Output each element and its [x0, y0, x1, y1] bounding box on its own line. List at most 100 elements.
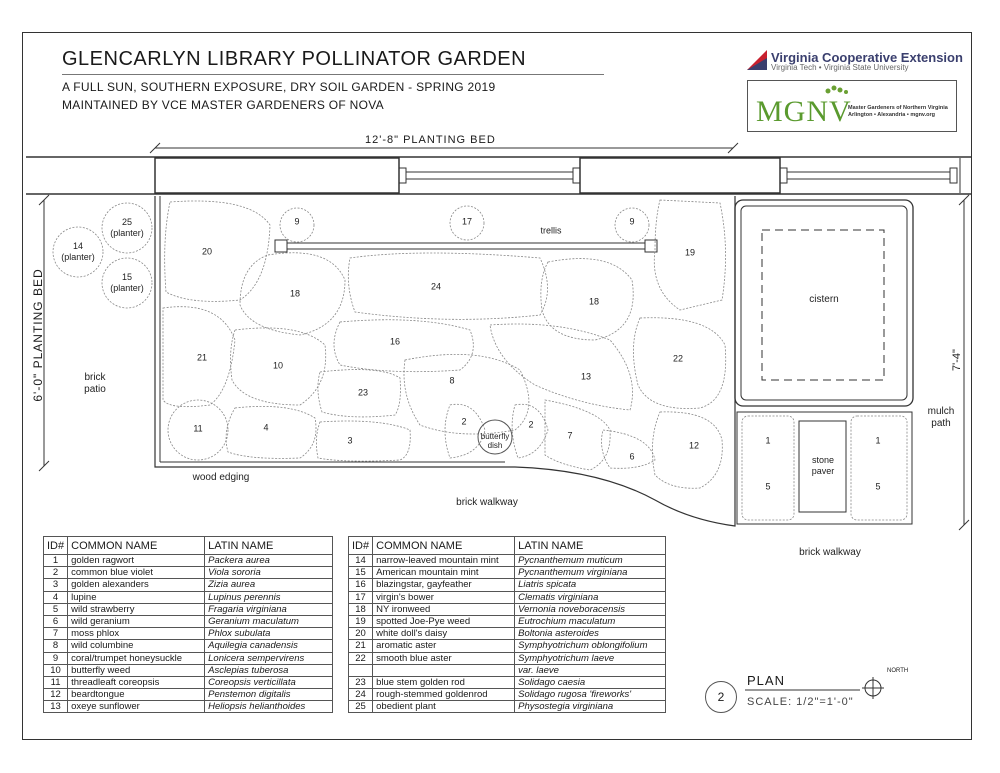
bed-1-5-left	[741, 415, 795, 521]
plant-id: 20	[347, 627, 374, 641]
plant-latin-name: Penstemon digitalis	[204, 688, 333, 702]
bed-id: 9	[629, 216, 635, 227]
bed-label: 20	[202, 247, 212, 258]
bed-19	[653, 199, 726, 311]
bed-17	[449, 205, 485, 241]
plant-id: 8	[42, 639, 69, 653]
vce-name: Virginia Cooperative Extension	[771, 50, 963, 65]
bed-7	[544, 399, 611, 471]
subtitle-2: MAINTAINED BY VCE MASTER GARDENERS OF NO…	[62, 98, 384, 112]
bed-id: 24	[430, 281, 442, 292]
bed-13	[489, 323, 633, 411]
bed-label: 10	[273, 361, 283, 372]
plant-common-name: wild columbine	[67, 639, 206, 653]
bed-sub: (planter)	[61, 252, 95, 262]
col-common-name: COMMON NAME	[67, 536, 206, 555]
plant-id: 6	[42, 614, 69, 629]
col-latin-name: LATIN NAME	[204, 536, 333, 555]
plant-id: 12	[42, 688, 69, 702]
plant-common-name: smooth blue aster	[372, 651, 516, 665]
bed-id: 13	[580, 371, 592, 382]
plant-latin-name: Eutrochium maculatum	[514, 614, 666, 629]
plant-latin-name: Fragaria virginiana	[204, 602, 333, 616]
stone-paver-label: stone paver	[811, 455, 835, 476]
bed-label: 14(planter)	[61, 241, 95, 263]
wood-edging	[154, 196, 736, 527]
bed-id: 16	[389, 336, 401, 347]
bed-id: 19	[684, 247, 696, 258]
plant-latin-name: Clematis virginiana	[514, 590, 666, 604]
bed-label: 7	[567, 431, 572, 442]
bed-sub: (planter)	[110, 283, 144, 293]
plant-latin-name: Symphyotrichum oblongifolium	[514, 639, 666, 653]
plant-id: 16	[347, 578, 374, 592]
bed-24	[347, 252, 548, 320]
bed-22	[633, 317, 727, 409]
bed-label: 21	[197, 353, 207, 364]
bed-21	[162, 306, 236, 408]
bed-label: 18	[290, 289, 300, 300]
bed-id: 6	[629, 451, 635, 462]
plant-common-name: butterfly weed	[67, 663, 206, 677]
bed-label: 5	[875, 482, 880, 493]
plant-latin-name: Packera aurea	[204, 553, 333, 568]
plant-common-name: common blue violet	[67, 566, 206, 580]
bed-id: 14	[72, 241, 84, 251]
bed-label: 1	[875, 436, 880, 447]
plan-number: 2	[705, 681, 737, 713]
bed-2-right	[511, 403, 549, 459]
bed-label: 16	[390, 337, 400, 348]
plant-common-name: virgin's bower	[372, 590, 516, 604]
plant-latin-name: var. laeve	[514, 663, 666, 677]
bed-label: 25(planter)	[110, 217, 144, 239]
brick-walkway-label: brick walkway	[456, 497, 518, 508]
plant-id: 2	[42, 566, 69, 580]
bed-id: 3	[347, 435, 353, 446]
bed-id: 2	[461, 416, 467, 427]
bed-label: 1	[765, 436, 770, 447]
bed-label: 9	[629, 217, 634, 228]
brick-patio-label: brick patio	[84, 372, 106, 395]
title-rule	[62, 74, 604, 75]
bed-id: 20	[201, 246, 213, 257]
bed-18-left	[239, 252, 346, 336]
vce-subtitle: Virginia Tech • Virginia State Universit…	[771, 63, 909, 72]
plant-latin-name: Lonicera sempervirens	[204, 651, 333, 665]
plant-latin-name: Zizia aurea	[204, 578, 333, 592]
bed-id: 10	[272, 360, 284, 371]
bed-id: 22	[672, 353, 684, 364]
bed-6	[601, 429, 656, 469]
col-id: ID#	[347, 536, 374, 555]
trellis-label: trellis	[540, 225, 562, 236]
bed-label: 2	[528, 420, 533, 431]
plant-common-name: NY ironweed	[372, 602, 516, 616]
brick-walkway-label-2: brick walkway	[799, 547, 861, 558]
bed-id: 1	[875, 435, 881, 446]
plant-latin-name: Viola sororia	[204, 566, 333, 580]
plant-latin-name: Pycnanthemum virginiana	[514, 566, 666, 580]
plant-common-name: obedient plant	[372, 700, 516, 714]
bed-label: 23	[358, 388, 368, 399]
bed-10	[230, 327, 327, 406]
bed-23	[317, 369, 401, 418]
plant-latin-name: Liatris spicata	[514, 578, 666, 592]
plant-latin-name: Asclepias tuberosa	[204, 663, 333, 677]
plant-common-name: blazingstar, gayfeather	[372, 578, 516, 592]
plant-latin-name: Boltonia asteroides	[514, 627, 666, 641]
table-row: var. laeve	[347, 663, 666, 677]
bed-id: 5	[875, 481, 881, 492]
plant-latin-name: Physostegia virginiana	[514, 700, 666, 714]
